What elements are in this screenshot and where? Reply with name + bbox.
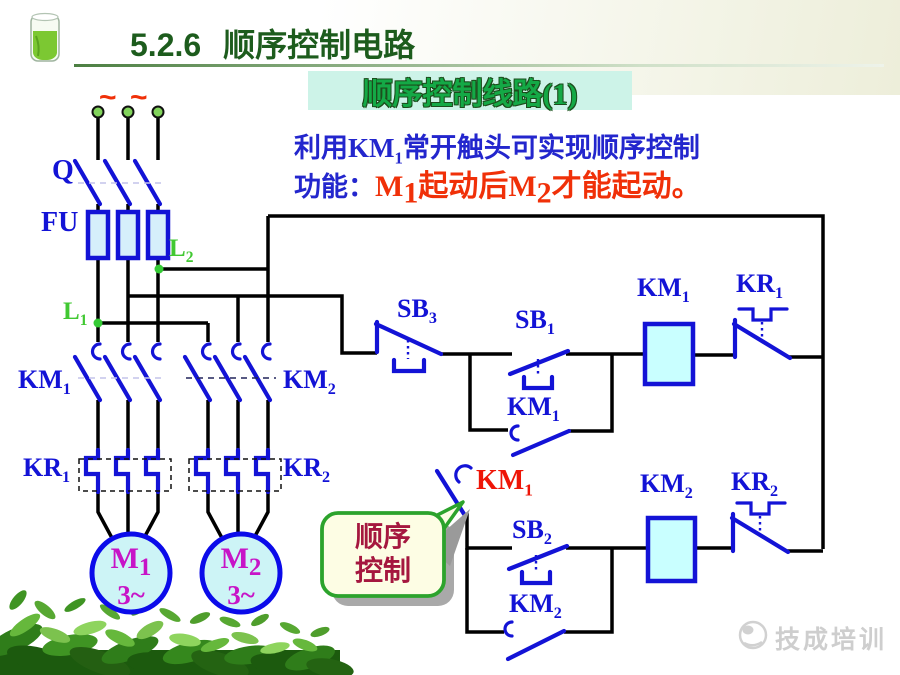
- label-km2-coil: KM2: [640, 469, 693, 503]
- title-divider: [74, 64, 884, 67]
- label-kr2-nc: KR2: [731, 467, 779, 501]
- description-line1: 利用KM1常开触头可实现顺序控制: [294, 133, 700, 168]
- glass-icon: [30, 12, 60, 62]
- phase-tilde-2: ~: [130, 81, 148, 114]
- label-motor-m2: M2 3~: [220, 542, 262, 611]
- page-title: 5.2.6 顺序控制电路: [130, 20, 415, 66]
- sb1-start-button: [507, 348, 571, 391]
- km2-selfhold-contact: [503, 620, 567, 662]
- motor-m1: [89, 531, 173, 615]
- sb3-stop-button: [373, 319, 444, 374]
- km2-main-contacts: [182, 342, 276, 403]
- label-kr1-power: KR1: [23, 453, 71, 487]
- fuse-symbols: [85, 209, 171, 261]
- label-kr2-power: KR2: [283, 453, 331, 487]
- callout-text: 顺序 控制: [354, 522, 411, 587]
- label-motor-m1: M1 3~: [110, 542, 152, 611]
- km1-main-contacts: [72, 342, 164, 403]
- label-sb2: SB2: [512, 515, 552, 549]
- supply-terminals: [91, 105, 165, 119]
- label-l2: L2: [169, 235, 194, 266]
- km1-coil: [642, 321, 696, 387]
- label-l1: L1: [63, 298, 88, 329]
- grass-photo: [0, 590, 354, 675]
- label-km1-sequence: KM1: [476, 465, 533, 500]
- description-line2: 功能：M1起动后M2才能起动。: [294, 170, 702, 210]
- km1-selfhold-contact: [509, 424, 572, 458]
- label-q: Q: [52, 155, 74, 186]
- label-kr1-nc: KR1: [736, 269, 784, 303]
- motor-m2: [199, 531, 283, 615]
- kr1-heater-elements: [83, 447, 161, 495]
- title-text: 顺序控制电路: [223, 27, 416, 63]
- label-fu: FU: [41, 207, 79, 238]
- label-sb1: SB1: [515, 305, 555, 339]
- l2-node: [154, 264, 164, 274]
- kr1-nc-contact: [731, 307, 793, 361]
- kr1-dash-box: [78, 458, 172, 492]
- circuit-wires: [96, 118, 825, 634]
- label-km2-power: KM2: [283, 365, 336, 399]
- label-km2-selfhold: KM2: [509, 589, 562, 623]
- label-km1-coil: KM1: [637, 273, 690, 307]
- kr2-heater-elements: [193, 447, 271, 495]
- phase-tilde-1: ~: [99, 81, 117, 114]
- kr2-dash-box: [188, 458, 282, 492]
- callout-bubble: [320, 500, 470, 606]
- kr2-nc-contact: [729, 501, 791, 555]
- title-number: 5.2.6: [130, 27, 202, 63]
- km2-coil: [645, 515, 698, 584]
- watermark-logo: [738, 620, 768, 650]
- label-sb3: SB3: [397, 294, 437, 328]
- label-km1-selfhold: KM1: [507, 392, 560, 426]
- sb2-start-button: [506, 543, 570, 586]
- label-km1-power: KM1: [18, 365, 71, 399]
- subtitle-banner: 顺序控制线路(1): [308, 71, 632, 111]
- l1-node: [93, 318, 103, 328]
- watermark-text: 技成培训: [775, 626, 888, 654]
